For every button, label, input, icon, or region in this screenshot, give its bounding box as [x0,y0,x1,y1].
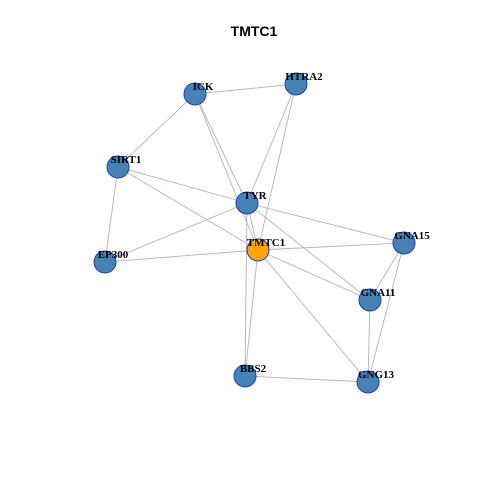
edge-tyr-ep300 [104,202,248,263]
node-label-ick: ICK [193,81,214,93]
node-label-tmtc1: TMTC1 [247,237,286,249]
node-ick [183,82,207,106]
edge-sirt1-tyr [117,166,248,204]
node-label-gna15: GNA15 [394,230,430,242]
edge-tmtc1-bbs2 [244,249,259,377]
edge-tmtc1-gna11 [257,249,371,301]
edge-tmtc1-gng13 [257,249,369,383]
edge-ick-tmtc1 [194,93,259,251]
edge-htra2-tmtc1 [257,83,297,251]
node-label-sirt1: SIRT1 [111,154,142,166]
edge-tyr-bbs2 [244,202,248,377]
edge-bbs2-gng13 [244,375,369,383]
edge-tmtc1-gna15 [257,242,405,251]
edge-ick-sirt1 [117,93,196,168]
node-htra2 [284,72,308,96]
node-ep300 [93,250,117,274]
edge-htra2-tyr [246,83,297,204]
node-label-bbs2: BBS2 [240,363,267,375]
node-bbs2 [233,364,257,388]
node-label-gng13: GNG13 [358,369,395,381]
edge-layer [104,83,405,383]
node-label-htra2: HTRA2 [285,71,323,83]
edge-tmtc1-ep300 [104,249,259,263]
node-label-tyr: TYR [243,190,267,202]
edge-gna15-gng13 [367,242,405,383]
edge-sirt1-tmtc1 [117,166,259,251]
node-gng13 [356,370,380,394]
node-gna15 [392,231,416,255]
node-sirt1 [106,155,130,179]
diagram-title: TMTC1 [231,23,278,39]
edge-ick-htra2 [194,83,297,95]
node-tyr [235,191,259,215]
node-gna11 [358,288,382,312]
edge-gna11-gng13 [367,299,371,383]
node-layer [93,72,416,394]
node-label-gna11: GNA11 [361,287,396,299]
edge-tyr-gna15 [246,202,405,244]
edge-sirt1-ep300 [104,166,119,263]
node-tmtc1 [246,238,270,262]
edge-ick-tyr [194,93,248,204]
edge-tyr-gna11 [246,202,371,301]
node-label-ep300: EP300 [98,249,129,261]
